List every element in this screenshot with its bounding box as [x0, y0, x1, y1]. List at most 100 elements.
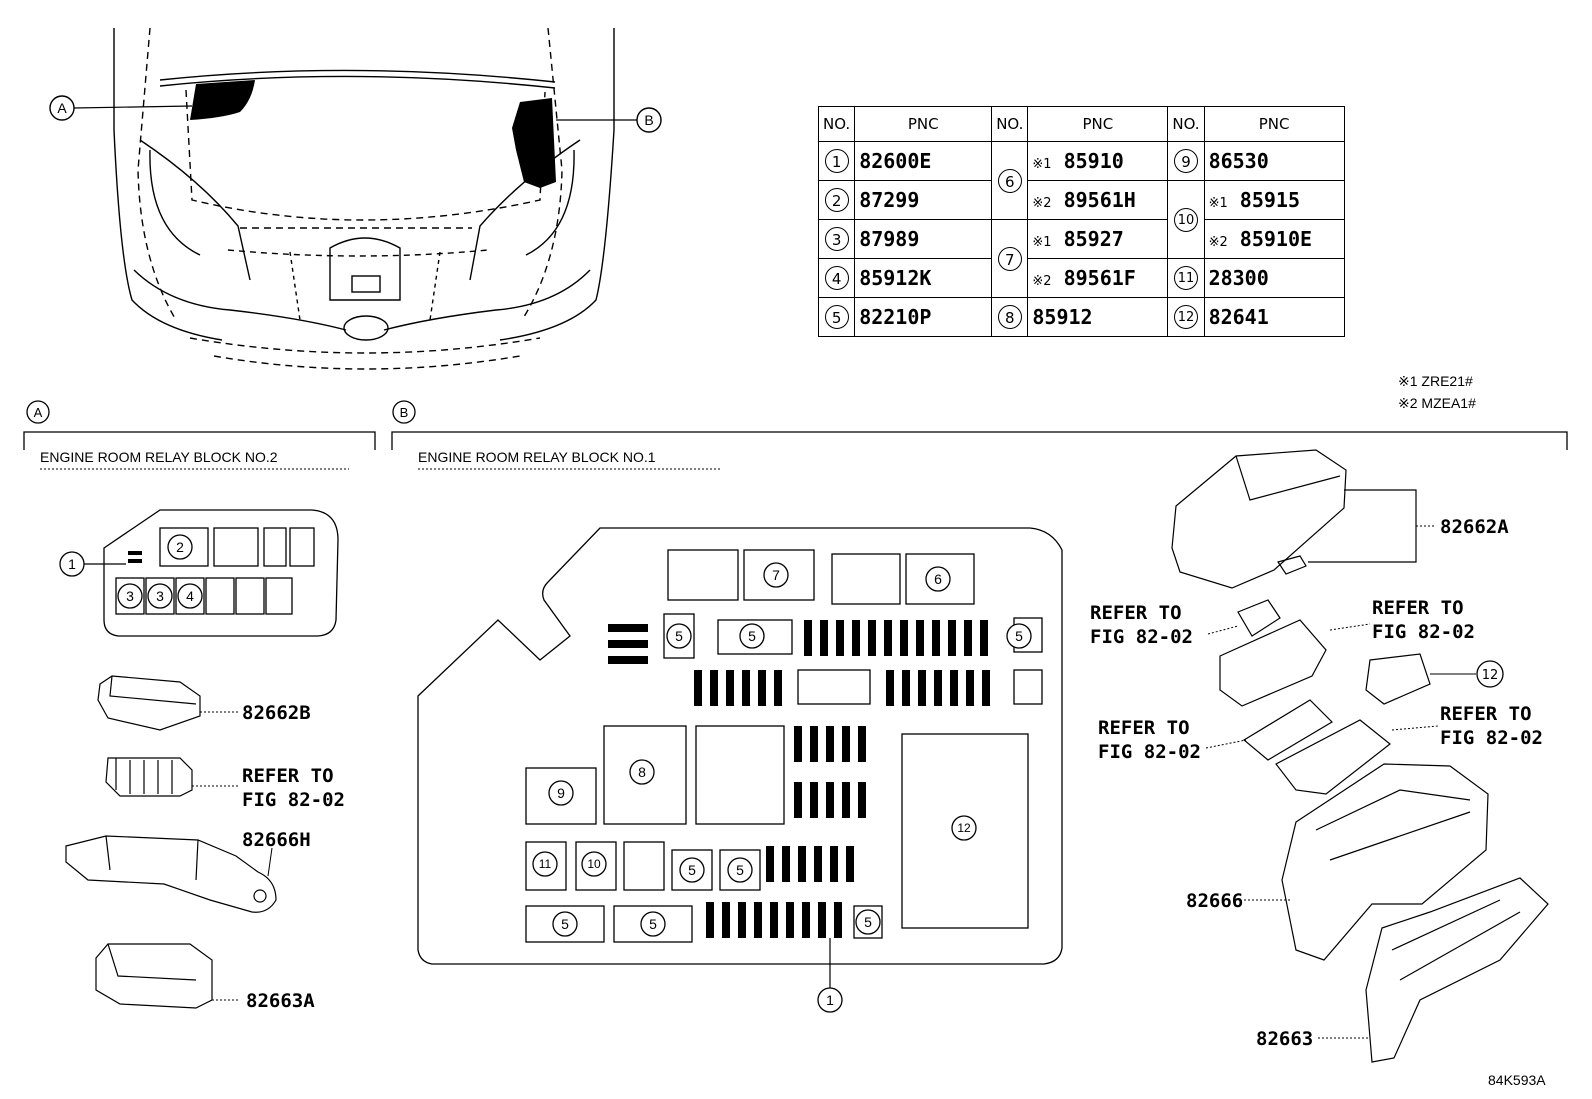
- a-callout-2-label: 2: [176, 539, 184, 555]
- part-cover-82662b: [97, 675, 201, 731]
- relay-block-b-location: [512, 98, 556, 188]
- a-callout-1-label: 1: [68, 556, 76, 572]
- table-row: 4 85912K ※2 89561F 11 28300: [817, 258, 1345, 298]
- pnc-cell: 85912: [1027, 297, 1169, 337]
- b-callout-5c: [1006, 623, 1032, 649]
- pnc-cell: 89561H: [1063, 188, 1136, 212]
- fuse-arrays: [608, 620, 990, 938]
- part-82666h-label: 82666H: [242, 829, 311, 851]
- section-b-bracket: [391, 431, 1568, 450]
- table-row: 1 82600E 6 ※1 85910 9 86530: [817, 141, 1345, 220]
- pnc-cell: 82641: [1203, 297, 1345, 337]
- right-refer2-line1: REFER TO: [1372, 597, 1464, 619]
- b-callout-1: [817, 987, 843, 1013]
- b-callout-11: [532, 851, 558, 877]
- row-no: 4: [824, 266, 849, 290]
- callout-a-top-label: A: [57, 100, 67, 116]
- table-row: 5 82210P 8 85912 12 82641: [817, 297, 1345, 337]
- b-callout-7: [763, 562, 789, 588]
- b-callout-5f: [552, 911, 578, 937]
- right-refer1-line2: FIG 82-02: [1090, 626, 1193, 648]
- pnc-table: NO. PNC NO. PNC NO. PNC 1 82600E 6 ※1 85…: [817, 106, 1345, 337]
- row-no: 12: [1173, 305, 1198, 329]
- pnc-cell: 85910E: [1239, 227, 1313, 251]
- col-pnc-3: PNC: [1203, 106, 1345, 142]
- row-no: 6: [997, 168, 1022, 193]
- table-row: 2 87299 ※2 89561H 10 ※1 85915: [817, 180, 1345, 259]
- right-refer3-line1: REFER TO: [1098, 717, 1190, 739]
- b-callout-6: [925, 566, 951, 592]
- b-callout-5h: [855, 909, 881, 935]
- b-callout-5a: [666, 623, 692, 649]
- b-callout-9-label: 9: [557, 785, 565, 801]
- b-callout-7-label: 7: [772, 567, 780, 583]
- section-a-letter: A: [34, 405, 43, 420]
- relay-block-a-location: [190, 80, 255, 120]
- pnc-cell: 87989: [854, 219, 993, 259]
- pnc-cell: 87299: [854, 180, 993, 220]
- section-a-title: ENGINE ROOM RELAY BLOCK NO.2: [40, 449, 278, 465]
- pnc-cell: 85915: [1239, 188, 1300, 212]
- part-82662b-label: 82662B: [242, 702, 311, 724]
- pnc-cell: 82600E: [854, 141, 993, 181]
- part-box-82666: [1281, 763, 1489, 961]
- part-82663-label: 82663: [1256, 1028, 1313, 1050]
- figure-code: 84K593A: [1488, 1072, 1546, 1088]
- right-refer4-line2: FIG 82-02: [1440, 727, 1543, 749]
- note-1: ※1 ZRE21#: [1398, 373, 1473, 389]
- col-pnc-2: PNC: [1027, 106, 1169, 142]
- col-no-1: NO.: [817, 106, 856, 142]
- a-callout-1: [59, 551, 85, 577]
- pnc-note: ※2: [1032, 274, 1052, 289]
- pnc-cell: 85927: [1063, 227, 1124, 251]
- b-callout-5f-label: 5: [561, 916, 569, 932]
- section-a-circle: [26, 400, 50, 424]
- b-callout-9: [548, 780, 574, 806]
- part-82666-label: 82666: [1186, 890, 1243, 912]
- b-callout-6-label: 6: [934, 571, 942, 587]
- pnc-cell: 85912K: [854, 258, 993, 298]
- table-header-row: NO. PNC NO. PNC NO. PNC: [817, 106, 1345, 142]
- b-callout-5d-label: 5: [688, 862, 696, 878]
- row-no: 3: [824, 227, 849, 251]
- row-no: 9: [1173, 149, 1198, 173]
- b-callout-5g-label: 5: [649, 916, 657, 932]
- part-tray-82663: [1365, 877, 1549, 1063]
- part-82662a-label: 82662A: [1440, 516, 1509, 538]
- b-callout-1-label: 1: [826, 992, 834, 1008]
- b-callout-8-label: 8: [638, 764, 646, 780]
- b-callout-12-label: 12: [957, 821, 971, 835]
- section-a-bracket: [23, 431, 376, 450]
- a-callout-3b: [147, 583, 173, 609]
- right-refer3-line2: FIG 82-02: [1098, 741, 1201, 763]
- part-connector-left: [105, 757, 193, 797]
- note-2: ※2 MZEA1#: [1398, 395, 1476, 411]
- b-callout-5a-label: 5: [675, 628, 683, 644]
- b-callout-5b-label: 5: [748, 628, 756, 644]
- left-refer-line2: FIG 82-02: [242, 789, 345, 811]
- a-callout-3a: [117, 583, 143, 609]
- row-no: 8: [997, 305, 1022, 329]
- b-callout-5e-label: 5: [736, 862, 744, 878]
- callout-b-top: [636, 107, 662, 133]
- col-no-3: NO.: [1167, 106, 1205, 142]
- right-callout-12: [1476, 660, 1504, 688]
- b-callout-5b: [739, 623, 765, 649]
- relay-block-no2: [103, 509, 339, 637]
- b-callout-12: [951, 815, 977, 841]
- b-callout-5d: [679, 857, 705, 883]
- right-refer4-line1: REFER TO: [1440, 703, 1532, 725]
- col-no-2: NO.: [991, 106, 1029, 142]
- b-callout-5g: [640, 911, 666, 937]
- part-box-82666h: [65, 835, 277, 913]
- a-callout-2: [167, 534, 193, 560]
- b-callout-5h-label: 5: [864, 914, 872, 930]
- row-no: 1: [824, 149, 849, 173]
- callout-a-top: [49, 95, 75, 121]
- part-connectors-right: [1219, 599, 1431, 795]
- b-callout-5c-label: 5: [1015, 628, 1023, 644]
- callout-b-top-label: B: [644, 112, 653, 128]
- pnc-cell: 85910: [1063, 149, 1124, 173]
- a-callout-3b-label: 3: [156, 588, 164, 604]
- pnc-note: ※1: [1208, 196, 1228, 211]
